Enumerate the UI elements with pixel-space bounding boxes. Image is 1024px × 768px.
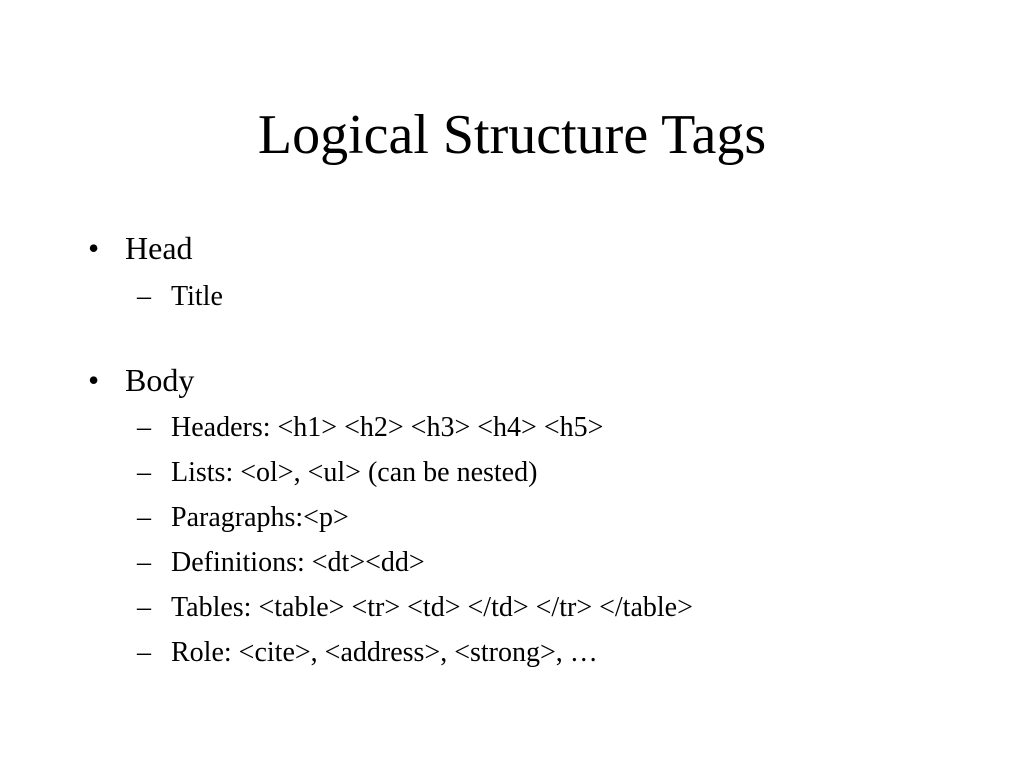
sub-item-label: Title bbox=[171, 281, 223, 312]
sub-bullet-marker: – bbox=[137, 637, 151, 668]
sub-item-label: Definitions: <dt><dd> bbox=[171, 547, 425, 578]
sub-item-label: Paragraphs:<p> bbox=[171, 502, 349, 533]
slide-title: Logical Structure Tags bbox=[257, 104, 767, 166]
bullet-marker: • bbox=[88, 230, 100, 266]
sub-bullet-marker: – bbox=[137, 457, 151, 488]
sub-item-label: Role: <cite>, <address>, <strong>, … bbox=[171, 637, 598, 668]
sub-bullet-marker: – bbox=[137, 412, 151, 443]
sub-bullet-marker: – bbox=[137, 281, 151, 312]
sub-item-label: Tables: <table> <tr> <td> </td> </tr> </… bbox=[171, 592, 693, 623]
sub-bullet-marker: – bbox=[137, 592, 151, 623]
sub-item-label: Lists: <ol>, <ul> (can be nested) bbox=[171, 457, 538, 488]
bullet-label: Head bbox=[125, 230, 193, 266]
sub-bullet-marker: – bbox=[137, 502, 151, 533]
sub-bullet-marker: – bbox=[137, 547, 151, 578]
sub-item-label: Headers: <h1> <h2> <h3> <h4> <h5> bbox=[171, 412, 604, 443]
bullet-marker: • bbox=[88, 362, 100, 398]
bullet-label: Body bbox=[125, 362, 195, 398]
